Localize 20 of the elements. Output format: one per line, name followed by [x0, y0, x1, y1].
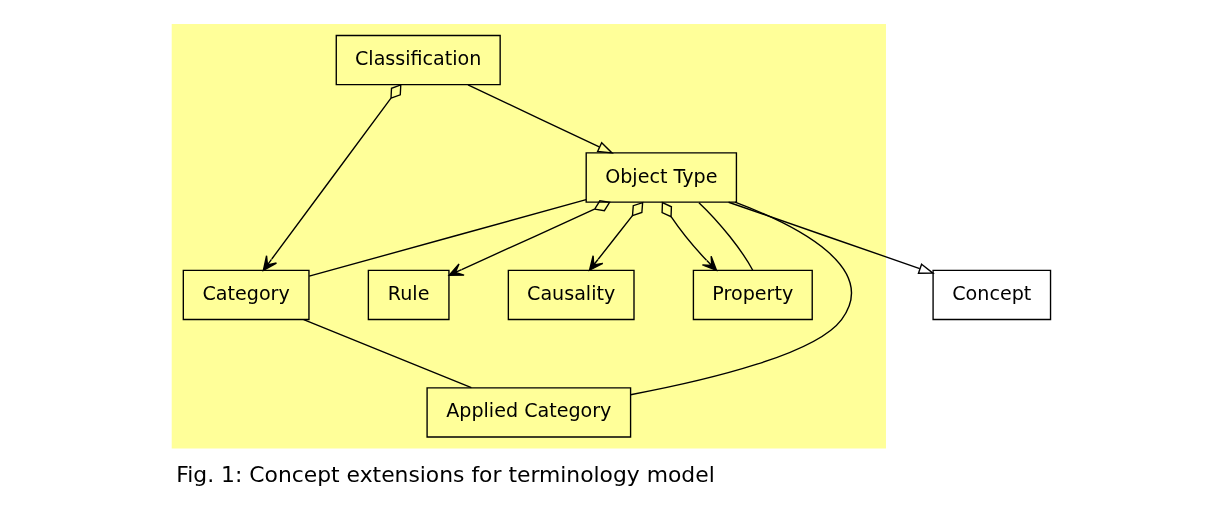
arrow [660, 201, 717, 271]
node-box: Causality [507, 269, 635, 321]
arrow [262, 84, 401, 272]
connector [302, 319, 472, 389]
node-box: Property [692, 269, 813, 321]
caption: Fig. 1: Concept extensions for terminology model [175, 461, 715, 487]
connector [697, 201, 753, 271]
node-box: Category [182, 269, 310, 321]
node-box: Concept [931, 269, 1051, 321]
node-box: Applied Category [425, 387, 631, 438]
arrow [447, 200, 611, 276]
connector [308, 198, 587, 277]
node-box: Object Type [585, 152, 737, 203]
connector [629, 201, 852, 396]
node-box: Classification [335, 34, 501, 86]
node-box: Rule [367, 269, 450, 321]
arrow [727, 201, 935, 274]
arrow [466, 84, 614, 154]
arrow [588, 201, 643, 271]
cluster [171, 23, 886, 449]
